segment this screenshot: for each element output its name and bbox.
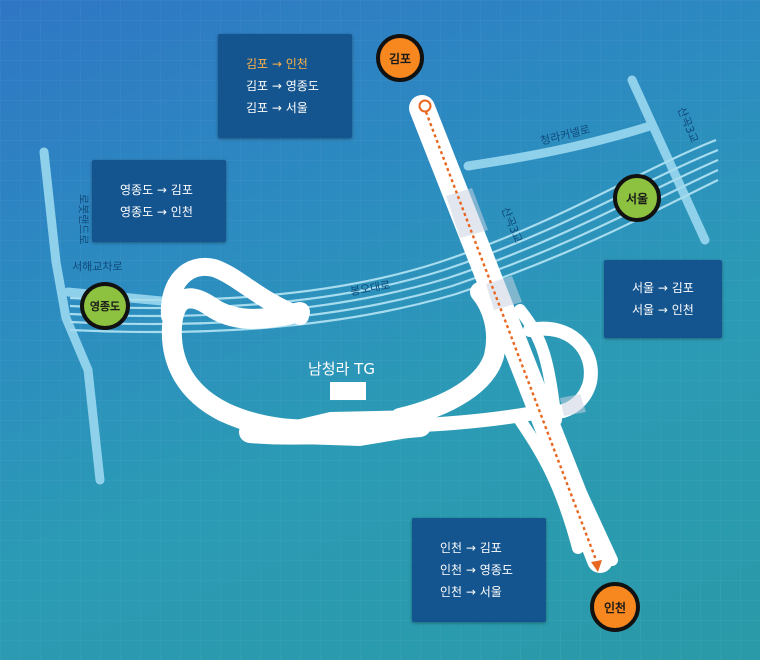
route-incheon-yeongjongdo[interactable]: 인천 → 영종도	[440, 563, 513, 577]
routes-from-yeongjongdo: 영종도 → 김포 영종도 → 인천	[92, 160, 226, 242]
toll-plaza	[262, 410, 432, 446]
west-loop-inner	[160, 257, 309, 325]
route-yeongjongdo-gimpo[interactable]: 영종도 → 김포	[120, 183, 193, 197]
node-incheon[interactable]: 인천	[590, 582, 640, 632]
routes-from-seoul: 서울 → 김포 서울 → 인천	[604, 260, 722, 338]
routes-from-incheon: 인천 → 김포 인천 → 영종도 인천 → 서울	[412, 518, 546, 622]
cheongna-road	[463, 121, 655, 171]
expressway-southbound-lane	[546, 424, 618, 566]
route-gimpo-incheon[interactable]: 김포 → 인천	[246, 57, 308, 71]
connector-to-expressway	[390, 282, 507, 428]
node-seoul[interactable]: 서울	[613, 174, 661, 222]
east-merge-ramp	[514, 304, 562, 426]
route-seoul-gimpo[interactable]: 서울 → 김포	[632, 281, 694, 295]
toll-gate-label: 남청라 TG	[308, 360, 375, 378]
routes-from-gimpo: 김포 → 인천 김포 → 영종도 김포 → 서울	[218, 34, 352, 138]
road-label-sangong: 산곡3교	[675, 105, 701, 145]
route-seoul-incheon[interactable]: 서울 → 인천	[632, 303, 694, 317]
road-label-bongo: 봉오대로	[349, 279, 391, 299]
node-yeongjongdo[interactable]: 영종도	[80, 282, 130, 330]
route-gimpo-seoul[interactable]: 김포 → 서울	[246, 101, 308, 115]
route-yeongjongdo-incheon[interactable]: 영종도 → 인천	[120, 205, 193, 219]
road-label-robot-land: 로봇랜드로	[77, 194, 90, 245]
southeast-ramp	[514, 414, 584, 554]
route-start-marker	[418, 99, 432, 113]
route-gimpo-yeongjongdo[interactable]: 김포 → 영종도	[246, 79, 319, 93]
road-label-seohae: 서해교차로	[72, 259, 123, 273]
route-incheon-seoul[interactable]: 인천 → 서울	[440, 585, 502, 599]
node-gimpo[interactable]: 김포	[376, 34, 424, 82]
robot-land-road	[39, 147, 105, 485]
expressway-main	[409, 95, 613, 573]
route-incheon-gimpo[interactable]: 인천 → 김포	[440, 541, 502, 555]
active-route-line	[424, 111, 598, 561]
route-end-arrow	[591, 560, 602, 572]
toll-gate-booth	[330, 382, 366, 400]
